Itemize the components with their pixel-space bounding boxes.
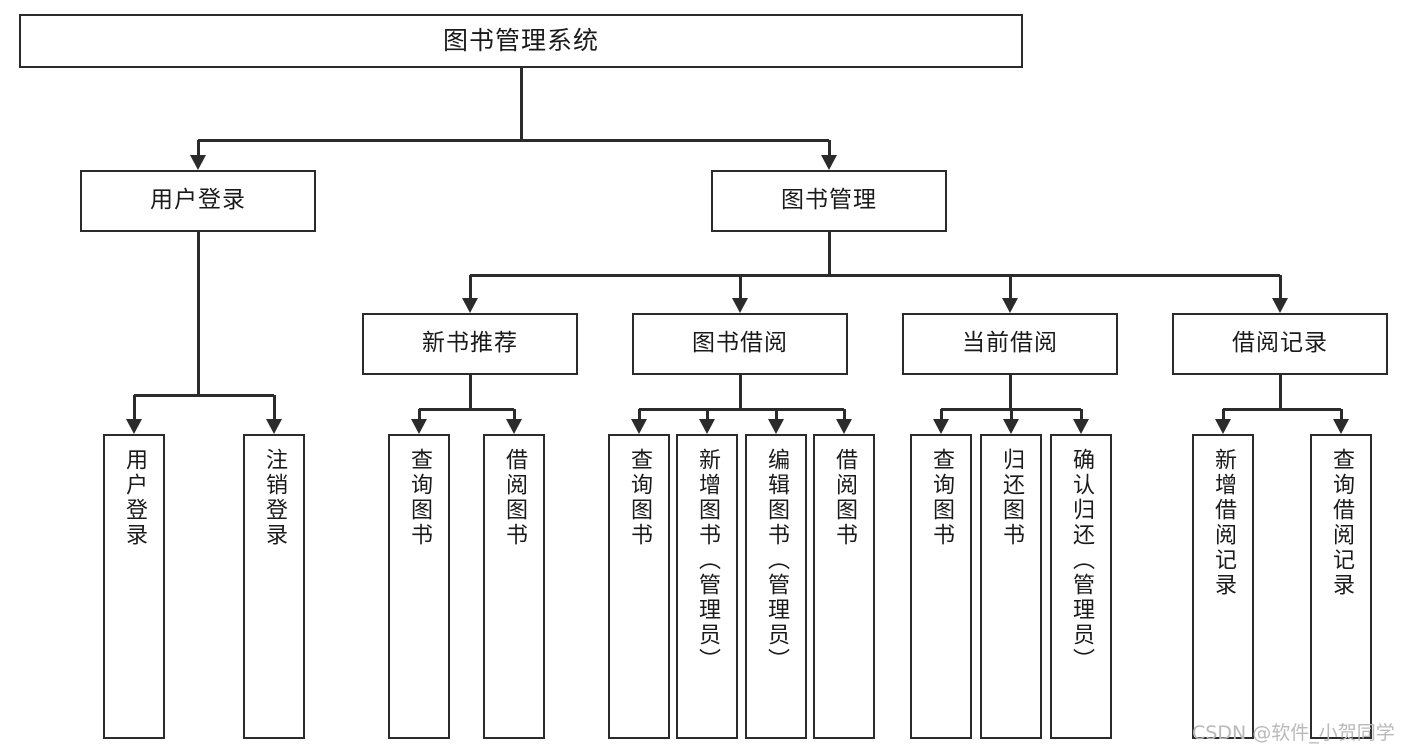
node-level2-label-0: 用户登录 [150,187,246,214]
node-leaf-label-2: 查询图书 [407,448,432,548]
connector-drop-leaf-2-3 [842,409,846,421]
connector-bus-leaf-2 [639,407,844,411]
arrowhead-level2-0 [190,155,206,170]
connector-drop-level3-1 [738,275,742,300]
connector-stem-2 [738,375,742,409]
arrowhead-leaf-2-1 [699,419,715,434]
node-level2-0[interactable]: 用户登录 [80,170,316,232]
node-leaf-label-3: 借阅图书 [502,448,527,548]
node-leaf-label-11: 新增借阅记录 [1211,448,1236,598]
node-leaf-11[interactable]: 新增借阅记录 [1192,434,1254,739]
node-leaf-9[interactable]: 归还图书 [980,434,1042,739]
arrowhead-leaf-2-3 [836,419,852,434]
node-level3-label-3: 借阅记录 [1232,330,1328,357]
arrowhead-leaf-1-1 [506,419,522,434]
node-leaf-5[interactable]: 新增图书（管理员） [676,434,738,739]
arrowhead-leaf-1-0 [411,419,427,434]
arrowhead-leaf-3-2 [1073,419,1089,434]
connector-drop-leaf-0-1 [272,395,276,421]
connector-bus-leaf-1 [419,407,514,411]
node-leaf-12[interactable]: 查询借阅记录 [1310,434,1372,739]
arrowhead-leaf-4-1 [1333,419,1349,434]
connector-bus-leaf-0 [134,393,274,397]
arrowhead-leaf-2-2 [768,419,784,434]
connector-drop-leaf-2-0 [637,409,641,421]
node-leaf-label-10: 确认归还（管理员） [1069,448,1094,673]
node-leaf-0[interactable]: 用户登录 [103,434,165,739]
node-level3-3[interactable]: 借阅记录 [1172,313,1388,375]
node-leaf-label-8: 查询图书 [929,448,954,548]
arrowhead-level3-2 [1002,298,1018,313]
connector-drop-level3-0 [468,275,472,300]
node-leaf-6[interactable]: 编辑图书（管理员） [745,434,807,739]
node-level3-label-1: 图书借阅 [692,330,788,357]
node-leaf-label-12: 查询借阅记录 [1329,448,1354,598]
node-level3-0[interactable]: 新书推荐 [362,313,578,375]
node-level3-label-0: 新书推荐 [422,330,518,357]
connector-stem-1 [468,375,472,409]
node-leaf-2[interactable]: 查询图书 [388,434,450,739]
node-leaf-1[interactable]: 注销登录 [243,434,305,739]
node-leaf-10[interactable]: 确认归还（管理员） [1050,434,1112,739]
arrowhead-level2-1 [821,155,837,170]
connector-drop-leaf-1-1 [512,409,516,421]
connector-drop-leaf-1-0 [417,409,421,421]
arrowhead-level3-1 [732,298,748,313]
node-leaf-label-0: 用户登录 [122,448,147,548]
connector-drop-leaf-0-0 [132,395,136,421]
connector-drop-leaf-4-0 [1221,409,1225,421]
node-leaf-7[interactable]: 借阅图书 [813,434,875,739]
node-root-label-0: 图书管理系统 [442,26,599,55]
connector-stem-book-management [827,232,831,275]
node-level3-label-2: 当前借阅 [962,330,1058,357]
connector-drop-level3-2 [1008,275,1012,300]
watermark-text: CSDN @软件_小贺同学 [1192,722,1395,744]
node-leaf-8[interactable]: 查询图书 [910,434,972,739]
node-level3-2[interactable]: 当前借阅 [902,313,1118,375]
node-leaf-3[interactable]: 借阅图书 [483,434,545,739]
arrowhead-level3-3 [1272,298,1288,313]
connector-drop-level3-3 [1278,275,1282,300]
node-leaf-label-9: 归还图书 [999,448,1024,548]
arrowhead-level3-0 [462,298,478,313]
connector-drop-leaf-3-2 [1079,409,1083,421]
connector-drop-level2-0 [196,140,200,157]
connector-stem-4 [1278,375,1282,409]
node-level2-1[interactable]: 图书管理 [711,170,947,232]
arrowhead-leaf-0-1 [266,419,282,434]
connector-drop-leaf-4-1 [1339,409,1343,421]
node-leaf-label-6: 编辑图书（管理员） [764,448,789,673]
connector-stem-0 [196,232,200,395]
node-level2-label-1: 图书管理 [781,187,877,214]
node-leaf-label-4: 查询图书 [627,448,652,548]
arrowhead-leaf-2-0 [631,419,647,434]
connector-drop-leaf-3-1 [1009,409,1013,421]
connector-drop-level2-1 [827,140,831,157]
connector-drop-leaf-2-2 [774,409,778,421]
node-leaf-label-5: 新增图书（管理员） [695,448,720,673]
arrowhead-leaf-3-0 [933,419,949,434]
connector-bus-leaf-4 [1223,407,1341,411]
node-root-0[interactable]: 图书管理系统 [19,14,1023,68]
node-leaf-label-7: 借阅图书 [832,448,857,548]
node-leaf-label-1: 注销登录 [262,448,287,548]
connector-bus-level2 [198,138,829,142]
connector-bus-level3 [470,273,1280,277]
connector-drop-leaf-2-1 [705,409,709,421]
connector-stem-3 [1008,375,1012,409]
connector-drop-leaf-3-0 [939,409,943,421]
arrowhead-leaf-3-1 [1003,419,1019,434]
arrowhead-leaf-4-0 [1215,419,1231,434]
node-leaf-4[interactable]: 查询图书 [608,434,670,739]
connector-root-stem [519,68,523,140]
node-level3-1[interactable]: 图书借阅 [632,313,848,375]
arrowhead-leaf-0-0 [126,419,142,434]
